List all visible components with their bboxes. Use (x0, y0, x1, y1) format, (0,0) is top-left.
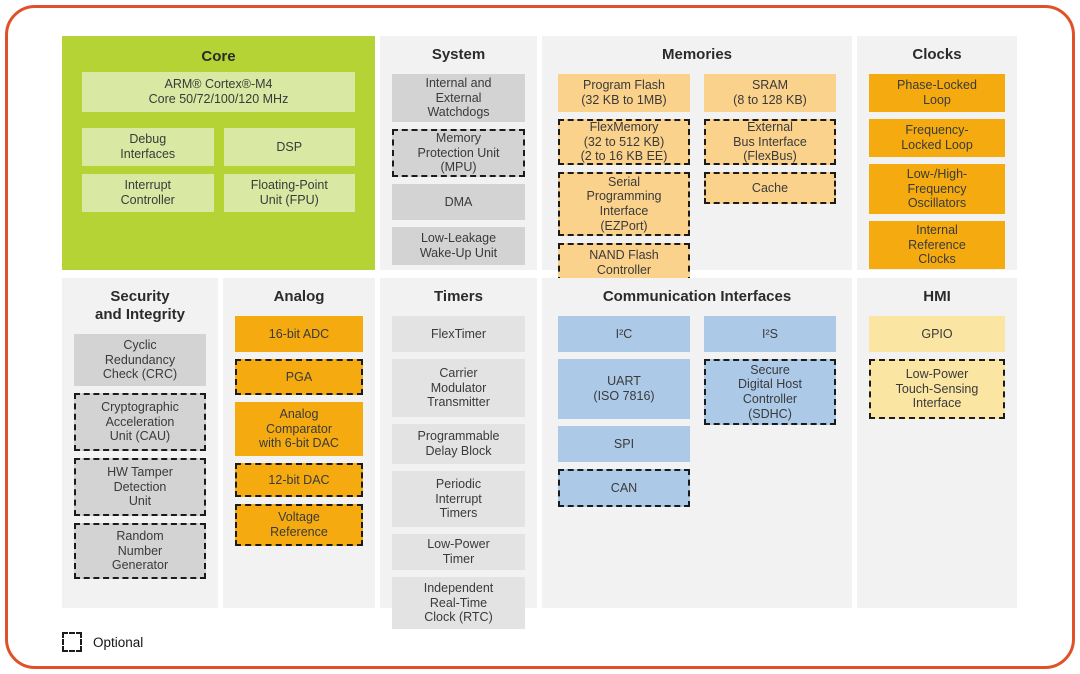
block-sdhc: Secure Digital Host Controller (SDHC) (704, 359, 836, 425)
block-rng: Random Number Generator (74, 523, 206, 579)
block-analog-comparator: Analog Comparator with 6-bit DAC (235, 402, 363, 456)
section-hmi: HMI GPIO Low-Power Touch-Sensing Interfa… (857, 278, 1017, 608)
legend-label: Optional (93, 634, 144, 650)
block-i2c: I²C (558, 316, 690, 352)
legend-optional: Optional (62, 632, 143, 652)
block-crc: Cyclic Redundancy Check (CRC) (74, 334, 206, 386)
block-flexbus: External Bus Interface (FlexBus) (704, 119, 836, 165)
section-timers: Timers FlexTimer Carrier Modulator Trans… (380, 278, 537, 629)
block-can: CAN (558, 469, 690, 507)
block-pdb: Programmable Delay Block (392, 424, 525, 464)
section-title-system: System (431, 46, 486, 63)
block-12bit-dac: 12-bit DAC (235, 463, 363, 497)
section-memories: Memories Program Flash (32 KB to 1MB) Fl… (542, 36, 852, 283)
block-gpio: GPIO (869, 316, 1005, 352)
section-title-clocks: Clocks (912, 46, 962, 63)
block-cmt: Carrier Modulator Transmitter (392, 359, 525, 417)
block-fpu: Floating-Point Unit (FPU) (223, 174, 355, 212)
section-title-hmi: HMI (923, 288, 951, 305)
section-title-core: Core (201, 48, 236, 65)
block-rtc: Independent Real-Time Clock (RTC) (392, 577, 525, 629)
block-internal-reference-clocks: Internal Reference Clocks (869, 221, 1005, 269)
block-pga: PGA (235, 359, 363, 395)
section-title-security: Security and Integrity (94, 288, 185, 323)
block-watchdogs: Internal and External Watchdogs (392, 74, 525, 122)
block-hw-tamper: HW Tamper Detection Unit (74, 458, 206, 516)
block-llwu: Low-Leakage Wake-Up Unit (392, 227, 525, 265)
section-communication: Communication Interfaces I²C UART (ISO 7… (542, 278, 852, 608)
section-clocks: Clocks Phase-Locked Loop Frequency- Lock… (857, 36, 1017, 270)
diagram-row-2: Security and Integrity Cyclic Redundancy… (62, 278, 1017, 629)
block-nand-flash-controller: NAND Flash Controller (558, 243, 690, 283)
block-debug-interfaces: Debug Interfaces (82, 128, 214, 166)
block-flexmemory: FlexMemory (32 to 512 KB) (2 to 16 KB EE… (558, 119, 690, 165)
block-cache: Cache (704, 172, 836, 204)
section-system: System Internal and External Watchdogs M… (380, 36, 537, 270)
section-security: Security and Integrity Cyclic Redundancy… (62, 278, 218, 608)
block-spi: SPI (558, 426, 690, 462)
core-grid: Debug Interfaces DSP Interrupt Controlle… (82, 128, 355, 212)
block-voltage-reference: Voltage Reference (235, 504, 363, 546)
block-flextimer: FlexTimer (392, 316, 525, 352)
block-16bit-adc: 16-bit ADC (235, 316, 363, 352)
block-program-flash: Program Flash (32 KB to 1MB) (558, 74, 690, 112)
block-ezport: Serial Programming Interface (EZPort) (558, 172, 690, 236)
block-arm-cortex-m4: ARM® Cortex®-M4 Core 50/72/100/120 MHz (82, 72, 355, 112)
section-analog: Analog 16-bit ADC PGA Analog Comparator … (223, 278, 375, 608)
block-oscillators: Low-/High- Frequency Oscillators (869, 164, 1005, 214)
block-cau: Cryptographic Acceleration Unit (CAU) (74, 393, 206, 451)
block-pit: Periodic Interrupt Timers (392, 471, 525, 527)
block-interrupt-controller: Interrupt Controller (82, 174, 214, 212)
block-touch-sensing: Low-Power Touch-Sensing Interface (869, 359, 1005, 419)
block-low-power-timer: Low-Power Timer (392, 534, 525, 570)
block-sram: SRAM (8 to 128 KB) (704, 74, 836, 112)
section-title-communication: Communication Interfaces (602, 288, 792, 305)
block-mpu: Memory Protection Unit (MPU) (392, 129, 525, 177)
optional-dashed-swatch (62, 632, 82, 652)
diagram-row-1: Core ARM® Cortex®-M4 Core 50/72/100/120 … (62, 36, 1017, 283)
block-diagram: Core ARM® Cortex®-M4 Core 50/72/100/120 … (62, 36, 1017, 629)
block-dma: DMA (392, 184, 525, 220)
block-dsp: DSP (223, 128, 355, 166)
block-fll: Frequency- Locked Loop (869, 119, 1005, 157)
block-i2s: I²S (704, 316, 836, 352)
block-uart: UART (ISO 7816) (558, 359, 690, 419)
section-title-memories: Memories (661, 46, 733, 63)
block-pll: Phase-Locked Loop (869, 74, 1005, 112)
section-core: Core ARM® Cortex®-M4 Core 50/72/100/120 … (62, 36, 375, 270)
section-title-analog: Analog (273, 288, 325, 305)
section-title-timers: Timers (434, 288, 483, 305)
